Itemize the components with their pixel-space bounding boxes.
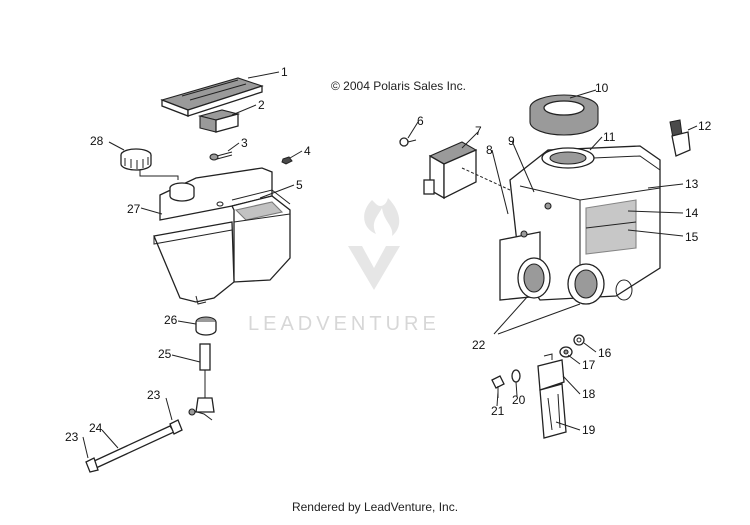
callout-22: 22 — [472, 338, 486, 352]
callout-13: 13 — [685, 177, 699, 191]
callout-16: 16 — [598, 346, 612, 360]
part-10-foam-ring — [529, 94, 599, 136]
callout-14: 14 — [685, 206, 699, 220]
callout-12: 12 — [698, 119, 712, 133]
callout-20: 20 — [512, 393, 526, 407]
callout-24: 24 — [89, 421, 103, 435]
callout-19: 19 — [582, 423, 596, 437]
callout-2: 2 — [258, 98, 265, 112]
part-5-oil-tank — [153, 167, 291, 305]
callout-21: 21 — [491, 404, 505, 418]
callout-1: 1 — [281, 65, 288, 79]
part-25-pickup — [188, 343, 215, 421]
callout-11: 11 — [603, 130, 616, 144]
callout-3: 3 — [241, 136, 248, 150]
callout-28: 28 — [90, 134, 104, 148]
callout-6: 6 — [417, 114, 424, 128]
callout-labels: 1 2 3 4 5 6 7 8 9 10 11 12 13 14 15 16 1… — [65, 65, 712, 444]
watermark-logo — [348, 198, 400, 290]
part-28-cap — [120, 148, 179, 180]
part-7-module — [423, 141, 511, 200]
part-17-washer — [559, 346, 573, 358]
callout-26: 26 — [164, 313, 178, 327]
part-3-screw — [209, 151, 233, 161]
callout-23-lower: 23 — [65, 430, 79, 444]
part-18-bracket — [537, 353, 565, 391]
callout-27: 27 — [127, 202, 141, 216]
footer-credit: Rendered by LeadVenture, Inc. — [291, 500, 459, 514]
part-24-hose — [85, 419, 183, 473]
part-2-foam-block — [197, 109, 241, 133]
part-4-nut — [281, 156, 293, 165]
callout-5: 5 — [296, 178, 303, 192]
leader-lines — [82, 71, 698, 459]
part-12-latch — [669, 119, 691, 157]
callout-23-upper: 23 — [147, 388, 161, 402]
callout-17: 17 — [582, 358, 596, 372]
callout-10: 10 — [595, 81, 609, 95]
watermark-text: LEADVENTURE — [248, 313, 440, 335]
part-16-bolt — [573, 334, 585, 346]
callout-18: 18 — [582, 387, 596, 401]
callout-7: 7 — [475, 124, 482, 138]
callout-8: 8 — [486, 143, 493, 157]
airbox-assembly — [499, 145, 661, 305]
callout-4: 4 — [304, 144, 311, 158]
callout-25: 25 — [158, 347, 172, 361]
copyright-text: © 2004 Polaris Sales Inc. — [331, 79, 466, 93]
part-26-grommet — [195, 316, 217, 336]
part-1-lid — [160, 77, 264, 117]
part-20-washer — [511, 369, 521, 383]
callout-9: 9 — [508, 134, 515, 148]
callout-15: 15 — [685, 230, 699, 244]
part-6-screw — [399, 137, 417, 147]
part-19-strap — [539, 383, 567, 439]
